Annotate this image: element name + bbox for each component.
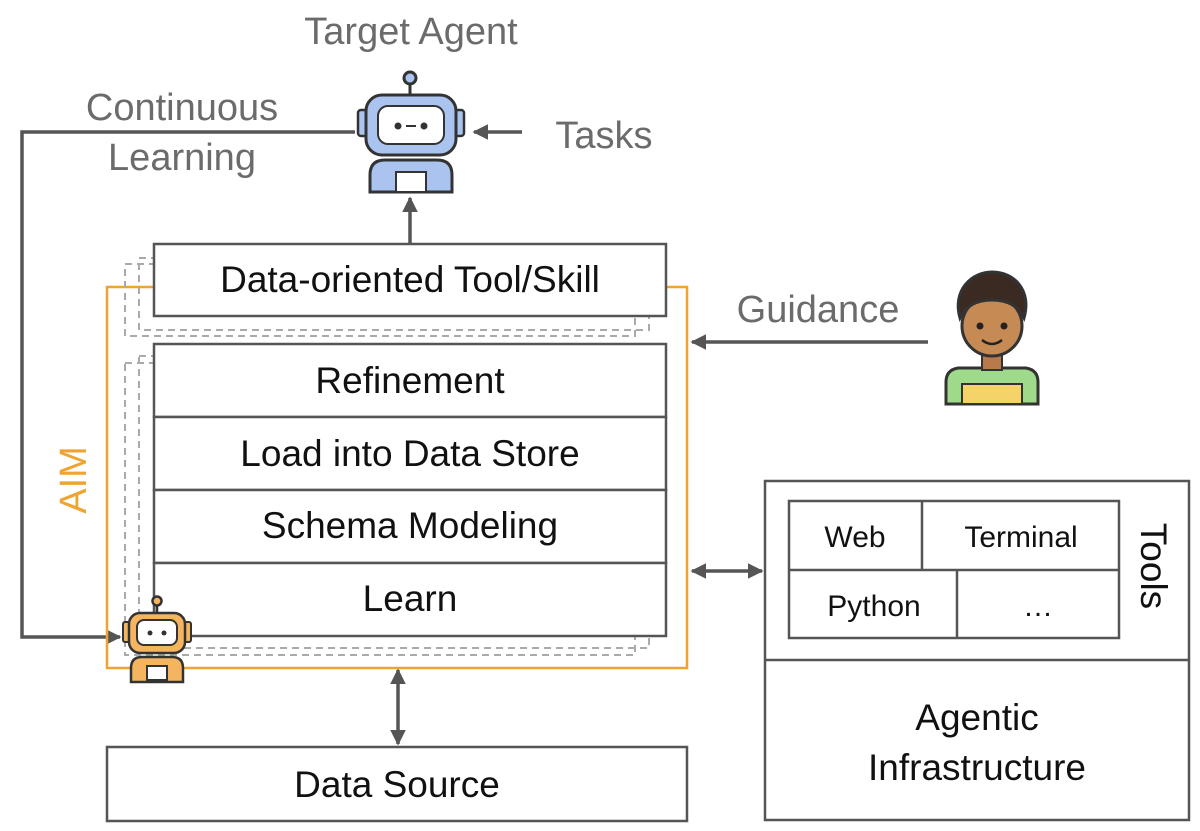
pipeline-step-refinement — [152, 342, 668, 419]
pipeline-step-label: Schema Modeling — [262, 505, 558, 546]
continuous-learning-arrow — [20, 130, 355, 645]
pipeline-stack: Refinement Load into Data Store Schema M… — [152, 342, 668, 638]
aim-robot-icon — [122, 595, 192, 684]
tool-item: Python — [827, 590, 920, 623]
pipeline-step-label: Refinement — [315, 360, 505, 401]
pipeline-step-schema — [152, 488, 668, 565]
infrastructure-label-line-1: Agentic — [915, 697, 1038, 738]
pipeline-step-label: Learn — [363, 578, 458, 619]
infrastructure-label-line-2: Infrastructure — [868, 747, 1086, 788]
person-icon — [944, 270, 1040, 406]
tools-label: Tools — [1133, 523, 1174, 609]
pipeline-step-learn — [152, 561, 668, 638]
tasks-label: Tasks — [555, 115, 652, 157]
tools-grid: Web Terminal Python … — [787, 499, 1121, 640]
aim-label: AIM — [53, 446, 95, 514]
tool-skill-label: Data-oriented Tool/Skill — [220, 259, 600, 300]
pipeline-step-label: Load into Data Store — [240, 433, 579, 474]
tool-item: Terminal — [964, 521, 1077, 554]
target-agent-label: Target Agent — [304, 11, 518, 53]
tool-item: … — [1023, 590, 1053, 623]
target-agent-robot-icon — [356, 70, 466, 194]
tool-skill-box — [152, 242, 668, 318]
guidance-label: Guidance — [737, 289, 900, 331]
data-source-label: Data Source — [294, 764, 500, 805]
continuous-learning-line-2: Learning — [108, 137, 256, 179]
pipeline-step-load — [152, 415, 668, 492]
continuous-learning-line-1: Continuous — [86, 87, 278, 129]
data-source-box — [105, 745, 689, 823]
tool-item: Web — [824, 521, 885, 554]
